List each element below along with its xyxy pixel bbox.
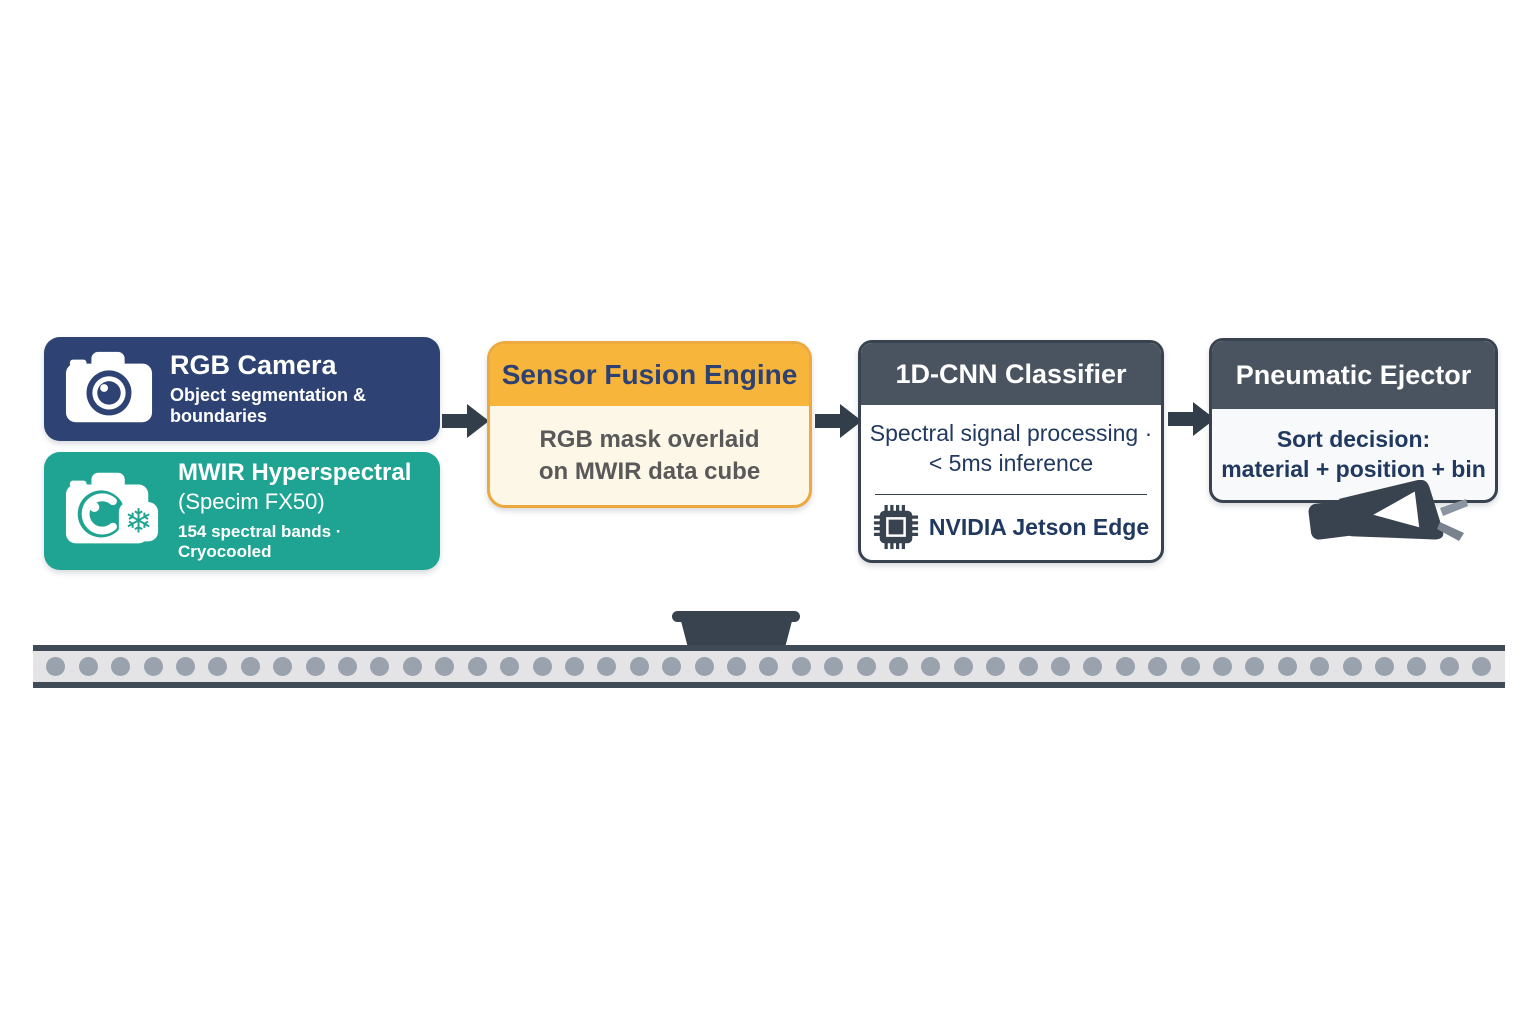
classifier-box: 1D-CNN Classifier Spectral signal proces… bbox=[858, 340, 1164, 563]
conveyor-roller bbox=[1051, 657, 1070, 676]
conveyor-roller bbox=[273, 657, 293, 676]
fusion-body-line1: RGB mask overlaid bbox=[539, 426, 760, 454]
conveyor-roller bbox=[500, 657, 520, 676]
conveyor-roller bbox=[78, 657, 98, 676]
conveyor-roller bbox=[46, 657, 66, 676]
conveyor-roller bbox=[467, 657, 487, 676]
ejector-body-line2: material + position + bin bbox=[1221, 455, 1486, 482]
conveyor-roller bbox=[629, 657, 649, 676]
conveyor-roller bbox=[1213, 657, 1233, 676]
conveyor-roller bbox=[856, 657, 876, 676]
sensor-fusion-body: RGB mask overlaid on MWIR data cube bbox=[490, 406, 809, 505]
sensor-fusion-title: Sensor Fusion Engine bbox=[501, 359, 798, 390]
conveyor-roller bbox=[1180, 657, 1200, 676]
mwir-detail: 154 spectral bands · Cryocooled bbox=[178, 521, 342, 561]
divider bbox=[875, 493, 1147, 495]
classifier-header: 1D-CNN Classifier bbox=[861, 343, 1161, 405]
conveyor-roller bbox=[305, 657, 325, 676]
conveyor-roller bbox=[986, 657, 1006, 676]
mwir-hyperspectral-box: ❄ MWIR Hyperspectral (Specim FX50) 154 s… bbox=[44, 452, 440, 570]
classifier-title: 1D-CNN Classifier bbox=[895, 358, 1127, 389]
air-nozzle-icon bbox=[1308, 480, 1468, 541]
conveyor-roller bbox=[1407, 657, 1427, 676]
conveyor-roller bbox=[338, 657, 358, 676]
conveyor-roller bbox=[1148, 657, 1168, 676]
rgb-camera-box: RGB Camera Object segmentation & boundar… bbox=[44, 337, 440, 441]
conveyor-roller bbox=[176, 657, 196, 676]
conveyor-roller bbox=[1083, 657, 1103, 676]
conveyor-roller bbox=[208, 657, 228, 676]
ejector-body-line1: Sort decision: bbox=[1276, 425, 1431, 452]
conveyor-roller bbox=[1472, 657, 1492, 676]
rgb-camera-subtitle: Object segmentation & boundaries bbox=[170, 385, 367, 427]
conveyor-roller bbox=[726, 657, 746, 676]
conveyor-belt bbox=[33, 645, 1505, 688]
arrow-right-icon bbox=[1168, 402, 1215, 436]
tray-icon bbox=[672, 611, 800, 649]
conveyor-roller bbox=[1342, 657, 1362, 676]
classifier-hardware-row: NVIDIA Jetson Edge bbox=[861, 504, 1161, 550]
conveyor-roller bbox=[759, 657, 779, 676]
svg-text:❄: ❄ bbox=[125, 504, 153, 541]
conveyor-roller bbox=[597, 657, 617, 676]
chip-icon bbox=[873, 504, 918, 549]
conveyor-roller bbox=[824, 657, 844, 676]
arrow-right-icon bbox=[815, 404, 862, 438]
conveyor-roller bbox=[564, 657, 584, 676]
conveyor-roller bbox=[1115, 657, 1135, 676]
rgb-camera-title: RGB Camera bbox=[170, 349, 337, 380]
conveyor-roller bbox=[143, 657, 163, 676]
conveyor-roller bbox=[1310, 657, 1330, 676]
conveyor-roller bbox=[694, 657, 714, 676]
camera-snowflake-icon: ❄ bbox=[65, 472, 159, 544]
classifier-hardware-label: NVIDIA Jetson Edge bbox=[928, 513, 1150, 540]
fusion-body-line2: on MWIR data cube bbox=[538, 457, 761, 485]
conveyor-roller bbox=[1245, 657, 1265, 676]
classifier-body-line1: Spectral signal processing · bbox=[869, 420, 1153, 446]
conveyor-roller bbox=[370, 657, 390, 676]
sensor-fusion-header: Sensor Fusion Engine bbox=[490, 344, 809, 406]
camera-icon bbox=[65, 351, 153, 423]
ejector-header: Pneumatic Ejector bbox=[1212, 341, 1495, 409]
conveyor-roller bbox=[662, 657, 682, 676]
conveyor-roller bbox=[532, 657, 552, 676]
conveyor-roller bbox=[1375, 657, 1395, 676]
arrow-right-icon bbox=[442, 404, 489, 438]
conveyor-roller bbox=[240, 657, 260, 676]
conveyor-roller bbox=[1439, 657, 1459, 676]
ejector-body: Sort decision: material + position + bin bbox=[1212, 409, 1495, 500]
ejector-title: Pneumatic Ejector bbox=[1235, 359, 1472, 390]
conveyor-roller bbox=[953, 657, 973, 676]
conveyor-roller bbox=[111, 657, 131, 676]
conveyor-roller bbox=[791, 657, 811, 676]
conveyor-roller bbox=[921, 657, 941, 676]
ejector-box: Pneumatic Ejector Sort decision: materia… bbox=[1209, 338, 1498, 503]
conveyor-roller bbox=[435, 657, 455, 676]
conveyor-roller bbox=[402, 657, 422, 676]
classifier-body: Spectral signal processing · < 5ms infer… bbox=[861, 405, 1161, 550]
classifier-body-line2: < 5ms inference bbox=[928, 450, 1094, 477]
conveyor-roller bbox=[1018, 657, 1038, 676]
mwir-title: MWIR Hyperspectral bbox=[178, 459, 412, 487]
conveyor-roller bbox=[888, 657, 908, 676]
conveyor-roller bbox=[1277, 657, 1297, 676]
sensor-fusion-box: Sensor Fusion Engine RGB mask overlaid o… bbox=[487, 341, 812, 508]
mwir-subtitle: (Specim FX50) bbox=[178, 488, 325, 514]
